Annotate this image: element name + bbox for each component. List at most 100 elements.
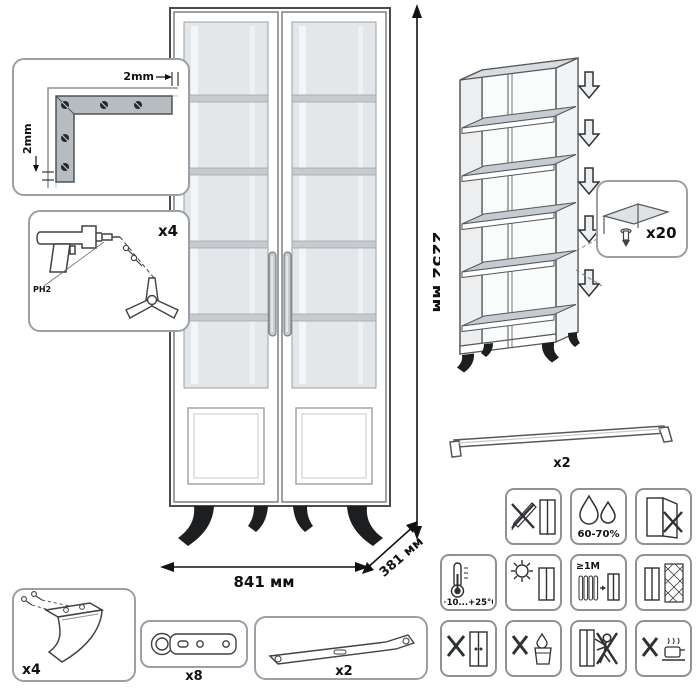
bracket-qty-label: x2 xyxy=(335,664,352,678)
shelf-edge xyxy=(291,94,377,103)
handle-detail: x2 xyxy=(438,412,692,470)
insert-arrows xyxy=(577,71,601,298)
shelf-edge xyxy=(291,313,377,322)
care-no-harsh-cleaning xyxy=(440,620,497,677)
cabinet-open-door-icon xyxy=(646,496,678,539)
depth-dimension: 381 мм xyxy=(352,512,432,580)
care-no-hot-objects xyxy=(635,620,692,677)
glass-reflection xyxy=(250,26,255,384)
cabinet-right-door xyxy=(281,11,387,503)
care-no-sharp-objects xyxy=(505,488,562,545)
care-no-climbing xyxy=(570,620,627,677)
shelf-edge xyxy=(183,313,269,322)
leg-icon xyxy=(43,602,105,663)
left-side-panel xyxy=(459,68,483,356)
drill-qty-label: x4 xyxy=(158,222,178,240)
cross-mark xyxy=(446,635,466,657)
shelves xyxy=(461,106,577,333)
cabinet-mini-icon xyxy=(579,629,595,667)
glass-reflection xyxy=(191,26,198,384)
shelf-edge xyxy=(183,167,269,176)
corner-bracket-detail-box: 2mm 2mm xyxy=(12,58,190,196)
radiator-icon xyxy=(578,575,599,601)
care-heat-distance: ≥1M xyxy=(570,554,627,611)
handle-qty-label: x2 xyxy=(553,456,570,470)
leg-top-view-icon xyxy=(125,277,179,319)
cabinet-mini-icon xyxy=(469,631,488,667)
width-dimension: 841 мм xyxy=(158,556,373,590)
drill-icon xyxy=(36,225,120,273)
cabinet-mini-icon xyxy=(644,567,660,601)
handle-highlight xyxy=(457,428,663,444)
width-dimension-label: 841 мм xyxy=(233,573,294,590)
leg-qty-label: x4 xyxy=(22,662,41,678)
cabinet-drawing xyxy=(169,7,391,546)
offset-dimension-top: 2mm xyxy=(123,70,179,86)
arrowhead-right xyxy=(355,562,369,572)
arrowhead-down-left xyxy=(362,562,374,574)
cross-mark xyxy=(663,511,683,533)
offset-top-label: 2mm xyxy=(123,70,154,83)
offset-dimension-side: 2mm xyxy=(21,123,54,181)
water-drop-icon xyxy=(579,494,616,525)
cabinet-front-view xyxy=(158,4,403,559)
humidity-label: 60-70% xyxy=(577,529,619,540)
right-side-panel xyxy=(555,56,579,344)
cross-mark xyxy=(595,632,619,665)
shelf-edge xyxy=(291,240,377,249)
shelf-pin-callout-box: x20 xyxy=(596,180,688,258)
bit-pointer-line xyxy=(43,241,105,287)
depth-dimension-label: 381 мм xyxy=(377,534,427,580)
care-avoid-sunlight xyxy=(505,554,562,611)
care-humidity: 60-70% xyxy=(570,488,627,545)
hinge-icon xyxy=(150,632,237,656)
cross-mark xyxy=(641,637,659,657)
temperature-label: +10...+25°C xyxy=(444,598,493,607)
care-no-door-load xyxy=(635,488,692,545)
height-dimension: 2252 мм xyxy=(402,2,440,547)
exploded-shelf-view xyxy=(438,38,603,383)
cabinet-legs xyxy=(178,506,383,546)
bucket-icon xyxy=(534,632,552,665)
hot-pot-icon xyxy=(664,646,685,658)
bracket-part-box: x2 xyxy=(254,616,428,680)
care-no-wet-cleaning xyxy=(505,620,562,677)
offset-side-label: 2mm xyxy=(21,123,34,154)
top-panel xyxy=(459,57,579,81)
assembly-line xyxy=(119,236,155,279)
leg-part-box: x4 xyxy=(12,588,136,682)
door-handles xyxy=(268,251,292,337)
pin-qty-label: x20 xyxy=(646,224,677,242)
cross-mark xyxy=(511,635,529,655)
shelf-pin-icon xyxy=(620,228,632,241)
bit-label: PH2 xyxy=(33,285,51,294)
heat-distance-label: ≥1M xyxy=(576,561,600,572)
shelf-edge xyxy=(183,94,269,103)
screws-icon xyxy=(122,244,143,267)
cabinet-mini-icon xyxy=(539,499,556,535)
cabinet-mini-icon xyxy=(607,573,620,601)
arrowhead-up-right xyxy=(406,521,418,533)
callout-leaders xyxy=(575,235,603,287)
sun-icon xyxy=(511,560,533,582)
shelf-corner xyxy=(601,203,671,225)
exploded-legs xyxy=(457,332,580,373)
panel-edge xyxy=(47,87,178,188)
glass-reflection xyxy=(358,26,363,384)
pin-arrow xyxy=(622,240,630,247)
corner-bracket-icon xyxy=(55,95,173,183)
arrowhead-left xyxy=(160,562,174,572)
arrowhead-down xyxy=(412,526,422,540)
glass-reflection xyxy=(299,26,306,384)
steam-icon xyxy=(667,637,680,645)
care-temperature-range: +10...+25°C xyxy=(440,554,497,611)
cross-mark xyxy=(511,503,535,529)
care-wall-clearance xyxy=(635,554,692,611)
hinge-qty-label: x8 xyxy=(185,669,202,684)
screws-icon xyxy=(21,591,43,606)
hinge-part-box: x8 xyxy=(140,620,250,684)
shelf-edge xyxy=(291,167,377,176)
shelf-edge xyxy=(183,240,269,249)
height-dimension-label: 2252 мм xyxy=(428,231,440,312)
